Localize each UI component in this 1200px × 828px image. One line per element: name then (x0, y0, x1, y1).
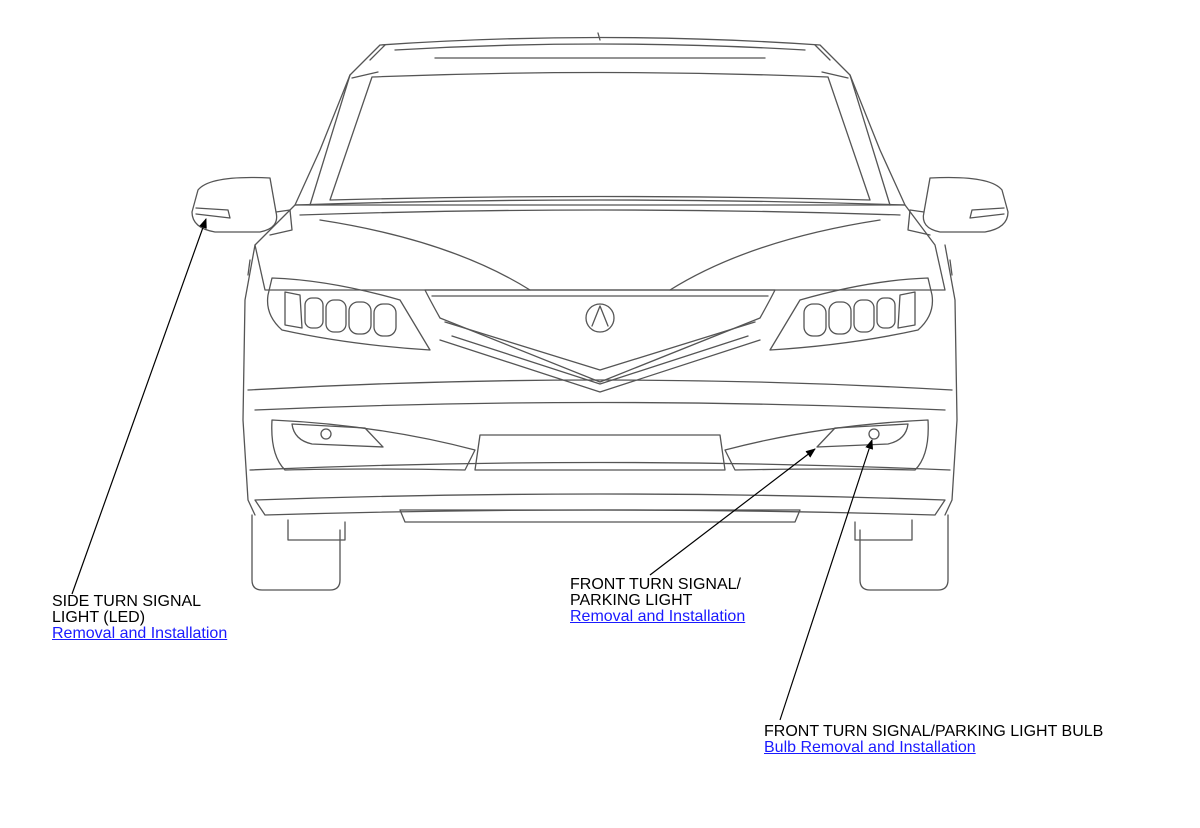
lower-lip (254, 493, 946, 516)
callout-title-line-1: FRONT TURN SIGNAL/ (570, 576, 741, 593)
callout-title-line-2: PARKING LIGHT (570, 592, 693, 609)
right-fog-housing (724, 419, 929, 471)
grille (424, 289, 776, 383)
removal-installation-link[interactable]: Removal and Installation (52, 625, 228, 642)
body-left-side (242, 244, 256, 516)
right-mirror (922, 176, 1009, 233)
body-right-side (944, 244, 958, 516)
callout-title-line-1: SIDE TURN SIGNAL (52, 593, 202, 610)
leader-side-turn-signal (71, 218, 207, 595)
leader-front-bulb (779, 439, 873, 721)
bulb-removal-installation-link[interactable]: Bulb Removal and Installation (764, 739, 976, 756)
windshield (329, 71, 871, 201)
callout-front-bulb: FRONT TURN SIGNAL/PARKING LIGHT BULB Bul… (764, 724, 1103, 756)
callout-side-turn-signal: SIDE TURN SIGNAL LIGHT (LED) Removal and… (52, 594, 227, 642)
callout-title-line-2: LIGHT (LED) (52, 609, 146, 626)
removal-installation-link[interactable]: Removal and Installation (570, 608, 746, 625)
left-fog-housing (271, 419, 476, 471)
right-turn-signal-lamp (816, 423, 909, 448)
roof-inner (394, 43, 806, 51)
left-tire (251, 514, 341, 591)
hood (254, 199, 946, 291)
right-tire (859, 514, 949, 591)
roof-outline (294, 36, 906, 206)
callout-front-turn-signal: FRONT TURN SIGNAL/ PARKING LIGHT Removal… (570, 577, 745, 625)
left-mirror (191, 176, 278, 233)
callout-title: FRONT TURN SIGNAL/PARKING LIGHT BULB (764, 723, 1104, 740)
front-bumper (247, 379, 953, 391)
antenna (597, 32, 601, 41)
leader-front-turn-signal (649, 448, 816, 576)
left-turn-signal-lamp (291, 423, 384, 448)
left-headlight (266, 277, 431, 351)
right-headlight (769, 277, 934, 351)
